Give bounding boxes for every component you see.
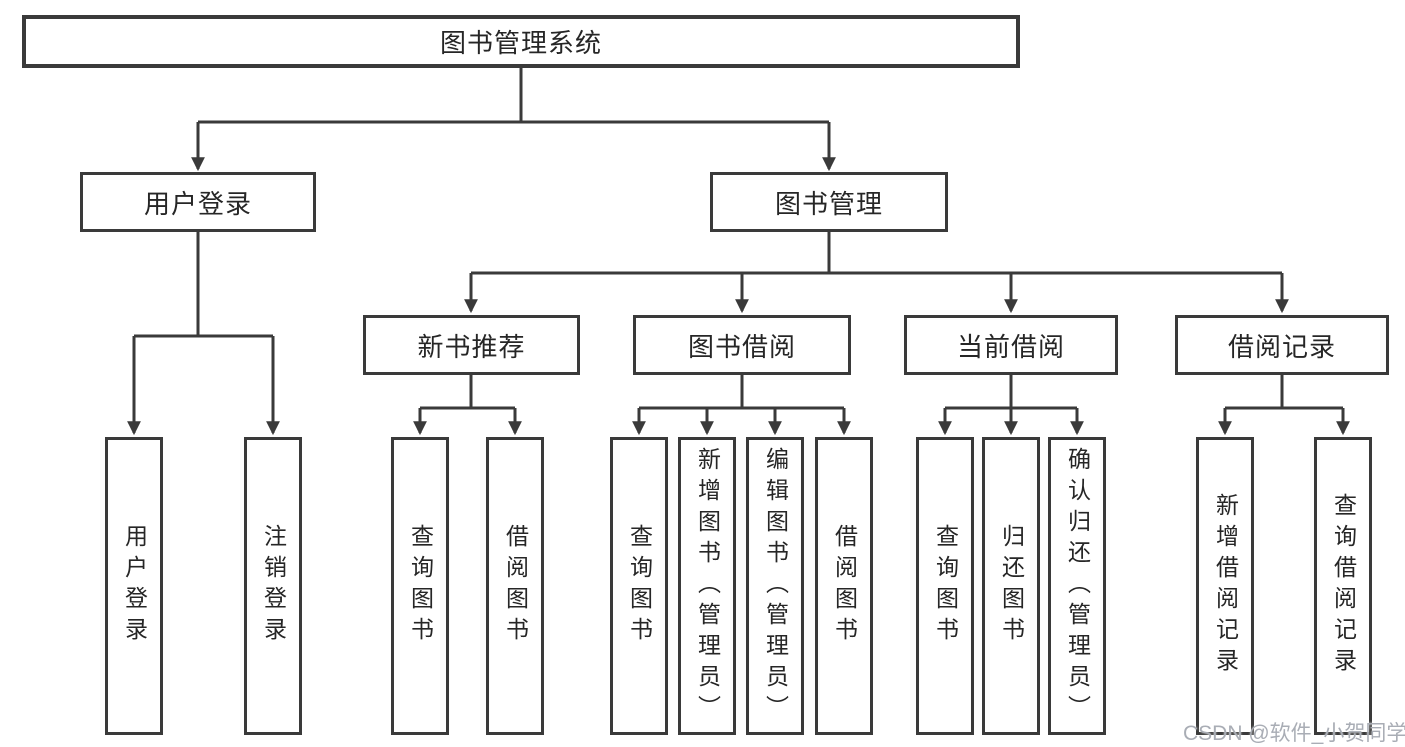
node-new-book-recommend: 新书推荐: [363, 315, 580, 375]
node-book-management: 图书管理: [710, 172, 948, 232]
leaf-logout: 注销登录: [244, 437, 302, 735]
node-current-borrow-label: 当前借阅: [956, 331, 1065, 362]
leaf-borrow-books-label: 借阅图书: [831, 524, 858, 648]
leaf-query-borrow-record: 查询借阅记录: [1314, 437, 1372, 735]
leaf-borrow-query-books-label: 查询图书: [626, 524, 653, 648]
leaf-current-query-books: 查询图书: [916, 437, 974, 735]
node-borrow-records: 借阅记录: [1175, 315, 1389, 375]
leaf-recommend-borrow-books: 借阅图书: [486, 437, 544, 735]
leaf-confirm-return-admin-label: 确认归还（管理员）: [1064, 446, 1091, 726]
node-library-management-system-label: 图书管理系统: [439, 28, 602, 58]
leaf-add-books-admin: 新增图书（管理员）: [678, 437, 736, 735]
node-current-borrow: 当前借阅: [904, 315, 1118, 375]
leaf-recommend-query-books-label: 查询图书: [407, 524, 434, 648]
leaf-borrow-books: 借阅图书: [815, 437, 873, 735]
node-book-borrow: 图书借阅: [633, 315, 851, 375]
leaf-recommend-query-books: 查询图书: [391, 437, 449, 735]
leaf-recommend-borrow-books-label: 借阅图书: [502, 524, 529, 648]
node-library-management-system: 图书管理系统: [22, 15, 1020, 68]
node-book-borrow-label: 图书借阅: [687, 331, 796, 362]
node-borrow-records-label: 借阅记录: [1227, 331, 1336, 362]
leaf-confirm-return-admin: 确认归还（管理员）: [1048, 437, 1106, 735]
node-book-management-label: 图书管理: [774, 188, 883, 219]
leaf-edit-books-admin: 编辑图书（管理员）: [746, 437, 804, 735]
leaf-return-books: 归还图书: [982, 437, 1040, 735]
leaf-add-borrow-record-label: 新增借阅记录: [1212, 493, 1239, 679]
leaf-add-books-admin-label: 新增图书（管理员）: [694, 446, 721, 726]
leaf-user-login-label: 用户登录: [121, 524, 148, 648]
leaf-borrow-query-books: 查询图书: [610, 437, 668, 735]
csdn-watermark: CSDN @软件_小贺同学: [1183, 722, 1405, 745]
node-user-login-label: 用户登录: [143, 188, 252, 219]
leaf-current-query-books-label: 查询图书: [932, 524, 959, 648]
leaf-query-borrow-record-label: 查询借阅记录: [1330, 493, 1357, 679]
leaf-user-login: 用户登录: [105, 437, 163, 735]
leaf-add-borrow-record: 新增借阅记录: [1196, 437, 1254, 735]
leaf-logout-label: 注销登录: [260, 524, 287, 648]
leaf-edit-books-admin-label: 编辑图书（管理员）: [762, 446, 789, 726]
leaf-return-books-label: 归还图书: [998, 524, 1025, 648]
node-new-book-recommend-label: 新书推荐: [417, 331, 526, 362]
node-user-login: 用户登录: [80, 172, 316, 232]
